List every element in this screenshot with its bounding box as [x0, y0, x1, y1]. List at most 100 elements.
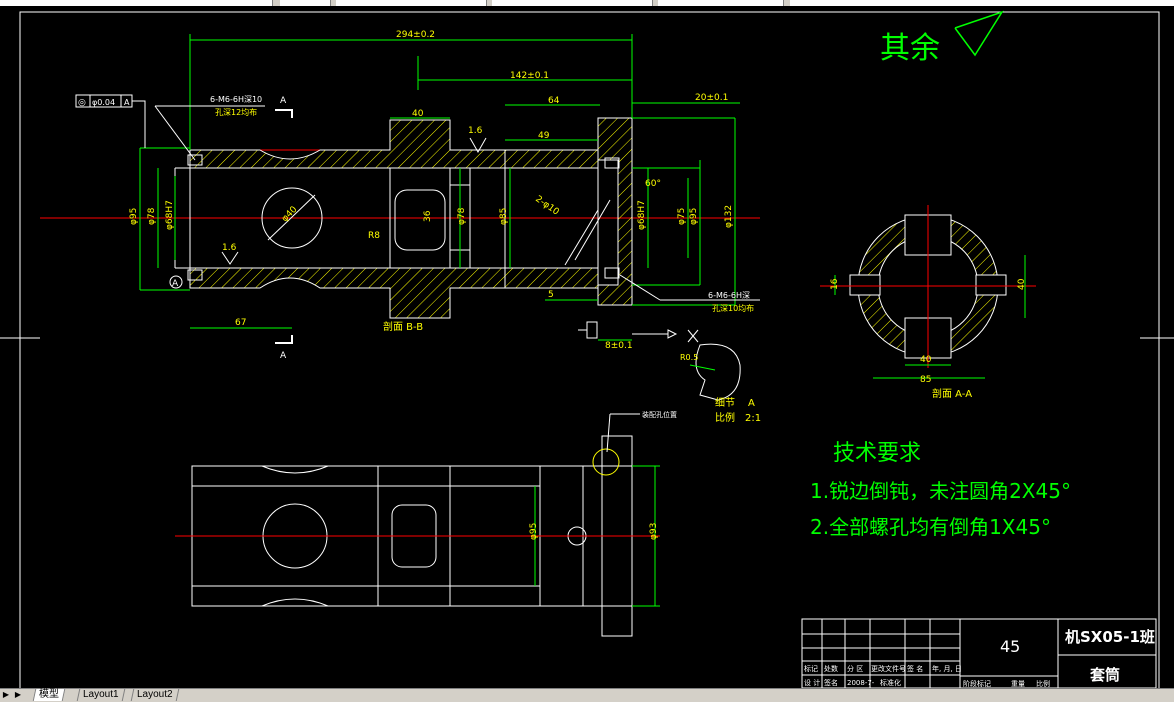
dim-overall: 294±0.2 [396, 30, 435, 40]
section-aa-view: 16 40 40 85 剖面 A-A [820, 205, 1036, 400]
toolbar-field[interactable] [280, 0, 331, 6]
detail-a: R0.5 细节 A 比例 2:1 [680, 343, 761, 424]
dim-36: 36 [423, 210, 433, 222]
tb-row-label: 更改文件号 [871, 664, 906, 673]
toolbar-field[interactable] [0, 0, 273, 6]
title-block-texts: 标记 处数 分 区 更改文件号 签 名 年, 月, 日 设 计 签名 2008-… [804, 664, 1050, 688]
tech-req-item-2: 2.全部螺孔均有倒角1X45° [810, 515, 1051, 539]
bottom-note: 装配孔位置 [642, 410, 677, 419]
detail-title: 细节 [715, 396, 735, 409]
section-bb-label: 剖面 B-B [383, 320, 423, 333]
bottom-dim-phi93: φ93 [649, 523, 659, 540]
dim-r8: R8 [368, 231, 380, 241]
toolbar-field[interactable] [790, 0, 1174, 6]
sec-width-40: 40 [920, 355, 932, 365]
tolerance-symbol: ◎ [78, 98, 86, 108]
thread-label-top-2: 孔深12均布 [215, 107, 257, 117]
drawing-code: 机SX05-1班 [1065, 628, 1155, 646]
thread-hole [604, 267, 620, 279]
roughness-value: 1.6 [468, 126, 483, 136]
cad-drawing[interactable]: 其余 [0, 6, 1174, 693]
tab-first-icon[interactable]: ▶ [2, 690, 10, 699]
title-block [801, 618, 1157, 689]
thread-label-top: 6-M6-6H深10 [210, 95, 262, 104]
tolerance-frame: ◎ φ0.04 A [75, 94, 146, 148]
roughness-symbol [221, 251, 239, 265]
dim-angle60: 60° [645, 179, 661, 189]
tb-row2-label: 2008-7- [847, 679, 875, 687]
tb-row2-label: 设 计 [804, 678, 820, 687]
dim-phi10: 2-φ10 [533, 194, 561, 217]
dim-phi95: φ95 [129, 208, 139, 225]
roughness-symbol [469, 137, 487, 154]
tb-row-label: 处数 [824, 664, 838, 673]
tb-footer-label: 重量 [1011, 680, 1025, 688]
title-block-number: 45 [1000, 637, 1020, 656]
bottom-view: φ95 φ93 装配孔位置 [175, 410, 677, 637]
detail-scale: 2:1 [745, 413, 761, 424]
section-mark-top: A [280, 96, 287, 106]
tb-footer-label: 比例 [1036, 679, 1050, 688]
slot-window [394, 189, 446, 251]
dim-phi95b: φ95 [689, 208, 699, 225]
dim-20: 20±0.1 [695, 93, 728, 103]
tech-req-item-1: 1.锐边倒钝，未注圆角2X45° [810, 479, 1071, 503]
dim-40: 40 [412, 109, 424, 119]
bottom-dim-phi95: φ95 [529, 523, 539, 540]
cross-hole [261, 187, 323, 249]
toolbar-field[interactable] [492, 0, 653, 6]
dim-phi85: φ85 [499, 208, 509, 225]
tolerance-datum: A [124, 98, 130, 107]
surface-note: 其余 [880, 31, 940, 66]
tb-row2-label: 签名 [824, 678, 838, 687]
sec-dim-16: 16 [830, 278, 840, 290]
dim-phi132: φ132 [724, 205, 734, 228]
hatch-upper [189, 119, 506, 169]
dim-5: 5 [548, 290, 554, 300]
tab-layout2[interactable]: Layout2 [130, 689, 179, 701]
dim-phi40: φ40 [280, 205, 300, 225]
sec-dim-40: 40 [1017, 278, 1027, 290]
tb-row-label: 分 区 [847, 664, 863, 673]
drawing-border [19, 11, 1160, 693]
dim-phi68h7: φ68H7 [165, 200, 175, 230]
main-section-view [40, 117, 760, 319]
tab-model[interactable]: 模型 [32, 689, 66, 701]
roughness-value-2: 1.6 [222, 243, 237, 253]
tab-prev-icon[interactable]: ▶ [14, 690, 22, 699]
tab-layout1[interactable]: Layout1 [76, 689, 125, 701]
tolerance-value: φ0.04 [92, 98, 115, 107]
sec-width-85: 85 [920, 375, 931, 385]
section-aa-label: 剖面 A-A [932, 387, 972, 400]
dim-phi78b: φ78 [457, 207, 467, 225]
section-mark-bottom: A [280, 351, 287, 361]
detail-radius: R0.5 [680, 353, 698, 362]
detail-ref: A [748, 398, 755, 409]
datum-label: A [172, 279, 179, 289]
hatch-upper-right [504, 149, 599, 169]
tb-footer-label: 阶段标记 [963, 679, 991, 688]
dim-phi75: φ75 [677, 208, 687, 225]
toolbar-field[interactable] [336, 0, 487, 6]
technical-requirements: 技术要求 1.锐边倒钝，未注圆角2X45° 2.全部螺孔均有倒角1X45° [810, 441, 1071, 539]
top-toolbar-strip [0, 0, 1174, 6]
datum-circle [169, 275, 183, 289]
layout-tab-bar: ▶ ▶ 模型 Layout1 Layout2 [0, 688, 1174, 702]
drawing-canvas[interactable]: 其余 [0, 6, 1174, 693]
tb-row-label: 标记 [804, 664, 818, 673]
dimension-lines [139, 34, 740, 341]
detail-scale-label: 比例 [715, 411, 735, 424]
thread-hole [187, 154, 203, 166]
thread-hole [187, 269, 203, 281]
slot-frame [389, 167, 451, 269]
dim-67: 67 [235, 318, 246, 328]
dim-49: 49 [538, 131, 550, 141]
hatch-lower [189, 267, 506, 319]
tech-req-title: 技术要求 [833, 441, 921, 466]
dim-64: 64 [548, 96, 560, 106]
part-name: 套筒 [1089, 666, 1120, 684]
hatch-lower-right [504, 267, 599, 289]
tb-row-label: 年, 月, 日 [932, 664, 962, 673]
toolbar-field[interactable] [658, 0, 784, 6]
roughness-symbol [954, 10, 1004, 57]
